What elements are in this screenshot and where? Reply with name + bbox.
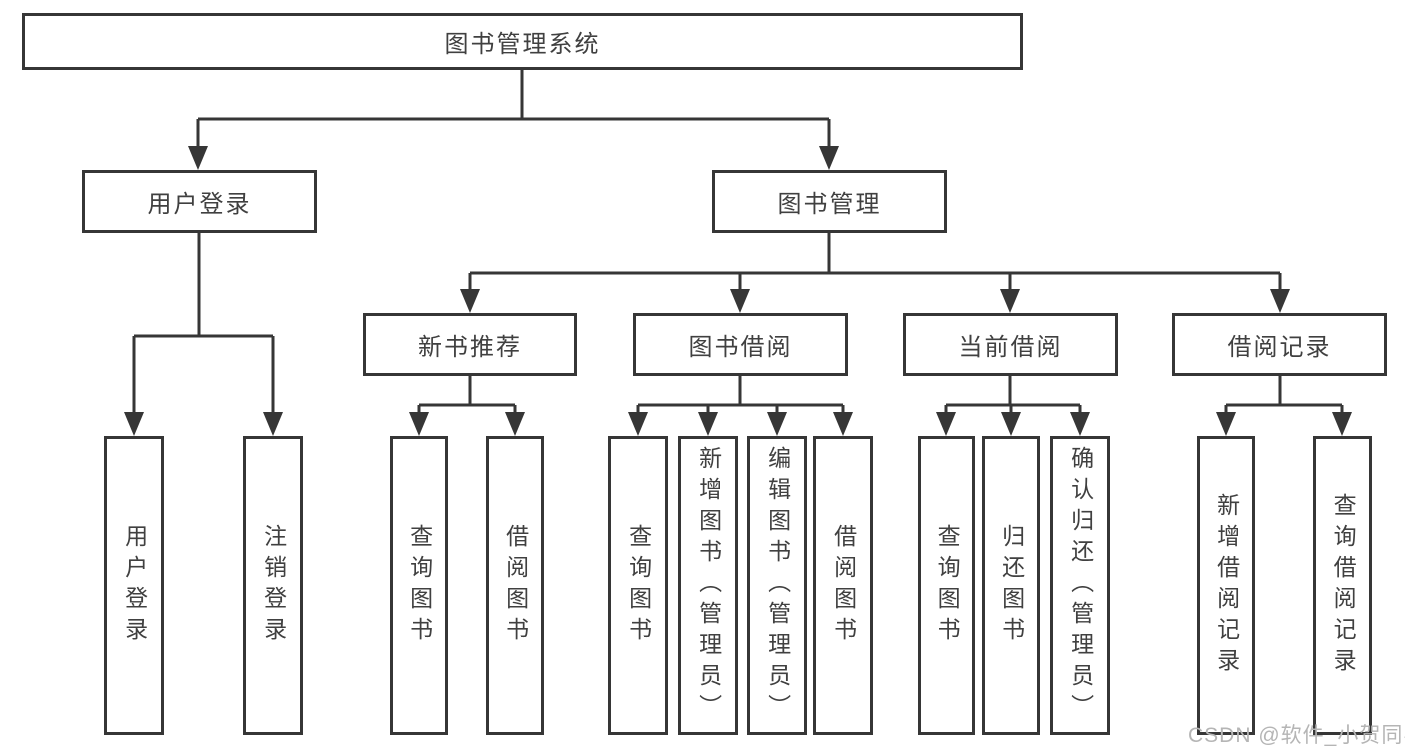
leaf-query-books-recommend: 查询图书 (390, 436, 448, 735)
arrowhead-icon (1332, 412, 1352, 436)
leaf-label: 新增图书（管理员） (695, 446, 722, 725)
arrowhead-icon (730, 289, 750, 313)
node-label: 用户登录 (147, 191, 252, 218)
leaf-label: 确认归还（管理员） (1067, 446, 1094, 725)
leaf-label: 查询图书 (934, 523, 961, 648)
node-new-book-recommendation: 新书推荐 (363, 313, 577, 376)
arrowhead-icon (505, 412, 525, 436)
leaf-borrow-books-recommend: 借阅图书 (486, 436, 544, 735)
arrowhead-icon (409, 412, 429, 436)
node-current-borrowing: 当前借阅 (903, 313, 1118, 376)
leaf-label: 查询图书 (625, 523, 652, 648)
node-label: 新书推荐 (418, 334, 522, 361)
leaf-edit-books-admin: 编辑图书（管理员） (747, 436, 807, 735)
arrowhead-icon (1270, 289, 1290, 313)
leaf-label: 编辑图书（管理员） (764, 446, 791, 725)
leaf-logout: 注销登录 (243, 436, 303, 735)
arrowhead-icon (767, 412, 787, 436)
arrowhead-icon (188, 146, 208, 170)
leaf-query-borrow-record: 查询借阅记录 (1313, 436, 1372, 735)
leaf-label: 新增借阅记录 (1213, 492, 1240, 679)
arrowhead-icon (124, 412, 144, 436)
leaf-return-books: 归还图书 (982, 436, 1040, 735)
node-book-management: 图书管理 (712, 170, 947, 233)
node-label: 借阅记录 (1227, 334, 1332, 361)
node-label: 图书管理 (777, 191, 882, 218)
leaf-label: 注销登录 (260, 523, 287, 648)
arrowhead-icon (698, 412, 718, 436)
leaf-label: 归还图书 (998, 523, 1025, 648)
leaf-label: 查询图书 (406, 523, 433, 648)
leaf-borrow-books-borrowing: 借阅图书 (813, 436, 873, 735)
leaf-confirm-return-admin: 确认归还（管理员） (1050, 436, 1110, 735)
arrowhead-icon (819, 146, 839, 170)
arrowhead-icon (263, 412, 283, 436)
node-label: 图书借阅 (688, 334, 793, 361)
leaf-label: 用户登录 (121, 523, 148, 648)
node-user-login: 用户登录 (82, 170, 317, 233)
arrowhead-icon (1000, 289, 1020, 313)
leaf-label: 借阅图书 (830, 523, 857, 648)
node-library-management-system: 图书管理系统 (22, 13, 1023, 70)
leaf-add-borrow-record: 新增借阅记录 (1197, 436, 1255, 735)
arrowhead-icon (628, 412, 648, 436)
leaf-query-books-borrowing: 查询图书 (608, 436, 668, 735)
arrowhead-icon (936, 412, 956, 436)
node-label: 当前借阅 (958, 334, 1063, 361)
arrowhead-icon (1001, 412, 1021, 436)
arrowhead-icon (460, 289, 480, 313)
leaf-label: 借阅图书 (502, 523, 529, 648)
arrowhead-icon (1216, 412, 1236, 436)
leaf-user-login: 用户登录 (104, 436, 164, 735)
leaf-query-books-current: 查询图书 (918, 436, 975, 735)
tree-edges (132, 69, 1344, 416)
node-label: 图书管理系统 (444, 31, 601, 58)
leaf-add-books-admin: 新增图书（管理员） (678, 436, 738, 735)
arrowhead-icon (833, 412, 853, 436)
node-borrowing-records: 借阅记录 (1172, 313, 1387, 376)
leaf-label: 查询借阅记录 (1330, 492, 1357, 679)
csdn-watermark: CSDN @软件_小贺同学 (1188, 724, 1405, 747)
arrowhead-icon (1070, 412, 1090, 436)
node-book-borrowing: 图书借阅 (633, 313, 848, 376)
